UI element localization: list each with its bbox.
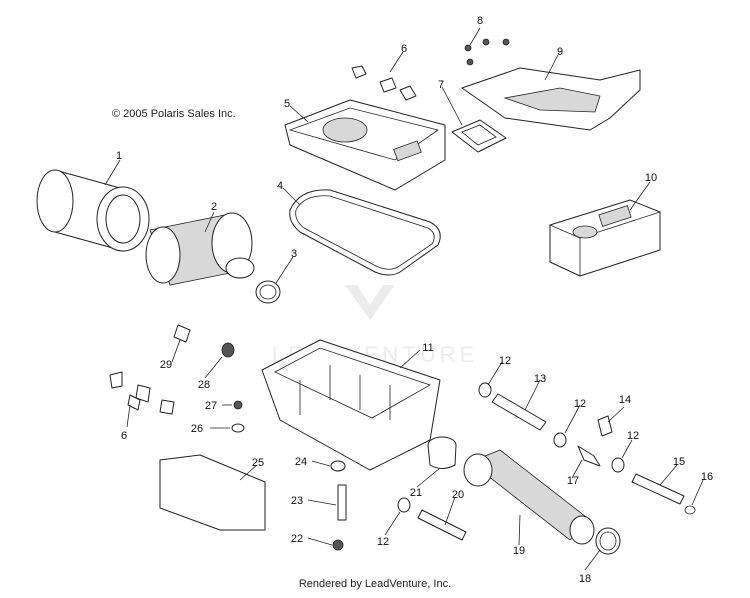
- callout-24: 24: [295, 456, 307, 468]
- callout-28: 28: [198, 379, 210, 391]
- callout-labels: 1 2 3 4 5 6 7 8 9 10 11 12 13 12 14 12 1…: [116, 15, 713, 585]
- part-9-intake-duct[interactable]: [461, 67, 641, 131]
- callout-20: 20: [452, 489, 464, 501]
- part-26-washer[interactable]: [231, 423, 245, 433]
- callout-11: 11: [422, 342, 433, 354]
- part-16-clip[interactable]: [684, 505, 696, 515]
- part-11-airbox-base[interactable]: [261, 339, 441, 471]
- part-24-clip[interactable]: [330, 460, 346, 472]
- part-14-clip[interactable]: [597, 415, 613, 437]
- callout-5: 5: [284, 98, 290, 110]
- callout-8: 8: [477, 15, 483, 27]
- leader-lines: [104, 27, 704, 571]
- part-7-seal-plate[interactable]: [451, 119, 507, 153]
- part-21-coupler[interactable]: [427, 436, 457, 469]
- part-18-clamp[interactable]: [595, 527, 621, 555]
- callout-17: 17: [567, 475, 579, 487]
- part-28-grommet[interactable]: [221, 342, 235, 358]
- part-19-intake-boot[interactable]: [463, 449, 595, 545]
- part-29-valve[interactable]: [173, 324, 191, 343]
- part-8-screws[interactable]: [464, 38, 510, 66]
- callout-23: 23: [291, 495, 303, 507]
- callout-10: 10: [645, 172, 657, 184]
- callout-7: 7: [438, 79, 444, 91]
- copyright-text: © 2005 Polaris Sales Inc.: [112, 108, 236, 120]
- part-4-gasket[interactable]: [289, 189, 441, 276]
- callout-16: 16: [701, 471, 713, 483]
- callout-12-d: 12: [377, 536, 389, 548]
- callout-6-top: 6: [401, 43, 407, 55]
- part-20-tube[interactable]: [417, 509, 467, 541]
- callout-6-lower: 6: [121, 430, 127, 442]
- part-12-seals[interactable]: [397, 382, 625, 513]
- callout-27: 27: [205, 400, 217, 412]
- callout-2: 2: [211, 201, 217, 213]
- part-13-tube[interactable]: [491, 393, 547, 431]
- callout-22: 22: [291, 533, 303, 545]
- callout-26: 26: [191, 423, 203, 435]
- footer-credit: Rendered by LeadVenture, Inc.: [298, 578, 452, 590]
- part-5-airbox-lid[interactable]: [284, 99, 446, 191]
- callout-4: 4: [277, 180, 283, 192]
- callout-13: 13: [534, 373, 546, 385]
- callout-12-a: 12: [499, 355, 511, 367]
- part-15-tube[interactable]: [631, 473, 685, 505]
- part-6-fittings-top[interactable]: [351, 65, 417, 101]
- callout-15: 15: [673, 456, 685, 468]
- part-27-screw[interactable]: [233, 400, 243, 410]
- part-10-foam-block[interactable]: [549, 199, 661, 277]
- part-1-prefilter[interactable]: [36, 169, 150, 252]
- part-22-fitting[interactable]: [332, 539, 344, 551]
- callout-12-c: 12: [627, 430, 639, 442]
- callout-29: 29: [160, 359, 172, 371]
- part-23-drain-tube[interactable]: [337, 484, 347, 521]
- part-25-cover-panel[interactable]: [159, 454, 266, 531]
- callout-1: 1: [116, 150, 122, 162]
- callout-19: 19: [513, 545, 525, 557]
- part-17-connector[interactable]: [577, 445, 601, 467]
- callout-14: 14: [619, 394, 631, 406]
- callout-25: 25: [252, 457, 264, 469]
- part-6-fittings-lower[interactable]: [109, 371, 175, 415]
- callout-18: 18: [579, 573, 591, 585]
- part-2-filter-element[interactable]: [145, 212, 255, 286]
- callout-12-b: 12: [574, 398, 586, 410]
- callout-3: 3: [291, 248, 297, 260]
- part-3-clamp[interactable]: [255, 280, 281, 304]
- callout-9: 9: [557, 46, 563, 58]
- callout-21: 21: [410, 487, 422, 499]
